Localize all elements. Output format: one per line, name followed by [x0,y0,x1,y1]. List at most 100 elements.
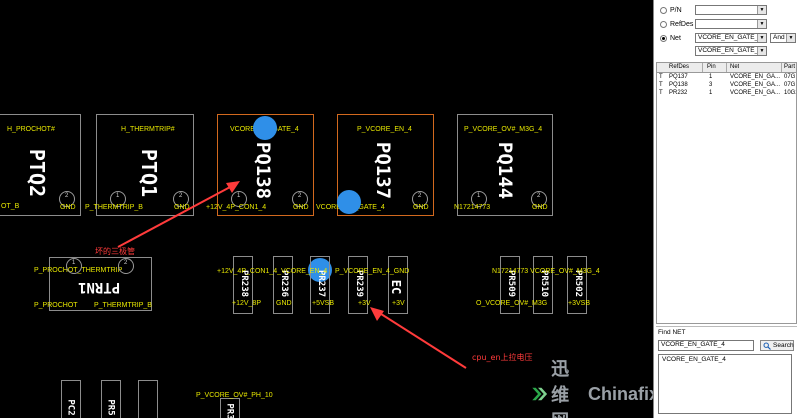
radio-pn[interactable]: P/N [660,5,682,16]
chevron-down-icon[interactable]: ▼ [757,34,766,42]
refdes-label: PTRN1 [78,279,121,295]
net-label: +12V_8P [232,300,261,307]
component-pr5[interactable]: PR5 [101,380,121,418]
component-ptrn1[interactable]: P_PROCHOT_THERMTRIP PTRN1 P_PROCHOT P_TH… [34,257,152,311]
refdes-label: PTQ2 [25,148,50,198]
component-pr3[interactable]: PR3 [220,398,240,418]
pad-2[interactable]: 2 [118,258,134,274]
chevron-down-icon[interactable]: ▼ [757,20,766,28]
search-panel: P/N ▼ RefDes ▼ Net VCORE_EN_GATE_4▼ And▼… [653,0,800,418]
refdes-label: EC [389,279,404,295]
find-net-input[interactable]: VCORE_EN_GATE_4 [658,340,754,351]
column-separator[interactable] [702,63,703,72]
component-ptq2[interactable]: H_PROCHOT# PTQ2 OT_B 2 GND [0,114,81,216]
pad-2[interactable]: 2 [292,191,308,207]
highlighted-pad[interactable] [253,116,277,140]
and-combo[interactable]: And▼ [770,33,796,43]
table-row[interactable]: T PQ137 1 VCORE_EN_GA... 07G [659,74,796,80]
radio-button[interactable] [660,35,667,42]
net-label: P_THERMTRIP_B [85,204,143,211]
pad-2[interactable]: 2 [59,191,75,207]
column-separator[interactable] [726,63,727,72]
net-label: GND [276,300,292,307]
refdes-label: PTQ1 [137,148,162,198]
chevron-down-icon[interactable]: ▼ [786,34,795,42]
net-label: N17214773 VCORE_OV#_M3G_4 [492,268,600,275]
results-grid[interactable]: RefDes Pin Net Part T PQ137 1 VCORE_EN_G… [656,62,797,324]
net-label: GND [413,204,429,211]
component-pr5b[interactable] [138,380,158,418]
component-pq144[interactable]: P_VCORE_OV#_M3G_4 PQ144 1 N17214773 2 GN… [454,114,553,216]
refdes-label: PQ144 [494,141,517,200]
net-label: N17214773 [454,204,491,211]
component-ptq1[interactable]: H_THERMTRIP# PTQ1 1 P_THERMTRIP_B 2 GND [85,114,194,216]
list-item[interactable]: VCORE_EN_GATE_4 [662,356,726,363]
component-pr239[interactable]: PR239 [348,256,368,314]
pad-2[interactable]: 2 [531,191,547,207]
refdes-label: PC2 [65,399,76,416]
find-net-title: Find NET [658,329,686,336]
net-combo-1[interactable]: VCORE_EN_GATE_4▼ [695,33,767,43]
net-label: GND [174,204,190,211]
column-header[interactable]: Pin [707,64,716,70]
column-separator[interactable] [781,63,782,72]
annotation-broken-transistor: 坏的三极管 [95,247,135,256]
component-pr510[interactable]: PR510 [533,256,553,314]
watermark-en: Chinafix.com [588,383,653,404]
column-header[interactable]: RefDes [669,64,690,70]
watermark-cn: 迅维网 [551,359,570,418]
net-label: P_PROCHOT [34,302,78,309]
radio-refdes[interactable]: RefDes [660,19,693,30]
chevron-down-icon[interactable]: ▼ [757,6,766,14]
grid-header: RefDes Pin Net Part [657,63,796,73]
radio-button[interactable] [660,21,667,28]
refdes-combo[interactable]: ▼ [695,19,767,29]
arrow-cpu-en [370,307,467,369]
pad-1[interactable]: 1 [66,258,82,274]
component-pr509[interactable]: PR509 [500,256,520,314]
net-label: GND [60,204,76,211]
net-combo-2[interactable]: VCORE_EN_GATE_4▼ [695,46,767,56]
net-label: P_VCORE_OV#_M3G_4 [464,126,543,133]
pad-2[interactable]: 2 [412,191,428,207]
pcb-canvas[interactable]: H_PROCHOT# PTQ2 OT_B 2 GND H_THERMTRIP# … [0,0,653,418]
net-label: GND [532,204,548,211]
highlighted-pad[interactable] [308,258,332,282]
net-label: +3V [358,300,371,307]
find-net-results[interactable]: VCORE_EN_GATE_4 [658,354,792,414]
column-header[interactable]: Part [784,64,796,70]
net-label: O_VCORE_OV#_M3G [476,300,548,307]
refdes-label: PR5 [105,399,116,416]
column-header[interactable]: Net [730,64,740,70]
search-button[interactable]: Search [760,340,794,351]
refdes-label: PQ138 [252,141,275,200]
watermark: 迅维网 Chinafix.com [530,359,653,418]
net-label: P_VCORE_EN_4 [357,126,412,133]
refdes-label: PR3 [224,403,235,418]
net-label: H_THERMTRIP# [121,126,175,133]
table-row[interactable]: T PR232 1 VCORE_EN_GA... 10G2 [659,90,796,96]
chinafix-logo-icon [532,387,548,401]
net-label: OT_B [1,203,20,210]
find-net-section: Find NET VCORE_EN_GATE_4 Search VCORE_EN… [656,326,797,417]
component-pr502[interactable]: PR502 [567,256,587,314]
annotation-cpu-en: cpu_en上拉电压 [472,353,533,362]
radio-net[interactable]: Net [660,33,681,44]
component-pr236[interactable]: PR236 [273,256,293,314]
table-row[interactable]: T PQ138 3 VCORE_EN_GA... 07G [659,82,796,88]
chevron-down-icon[interactable]: ▼ [757,47,766,55]
radio-button[interactable] [660,7,667,14]
component-pr237[interactable]: PR237 [310,256,330,314]
pn-combo[interactable]: ▼ [695,5,767,15]
component-pc2[interactable]: PC2 [61,380,81,418]
net-label: +3VSB [568,300,590,307]
net-label: P_VCORE_OV#_PH_10 [196,392,273,399]
net-label: P_VCORE_EN_4_GND [335,268,410,275]
highlighted-pad[interactable] [337,190,361,214]
refdes-label: PQ137 [372,141,395,200]
search-icon [763,342,771,350]
component-pr238[interactable]: PR238 [233,256,253,314]
net-label: +5VSB [312,300,334,307]
pad-1[interactable]: 1 [471,191,487,207]
net-label: GND [293,204,309,211]
